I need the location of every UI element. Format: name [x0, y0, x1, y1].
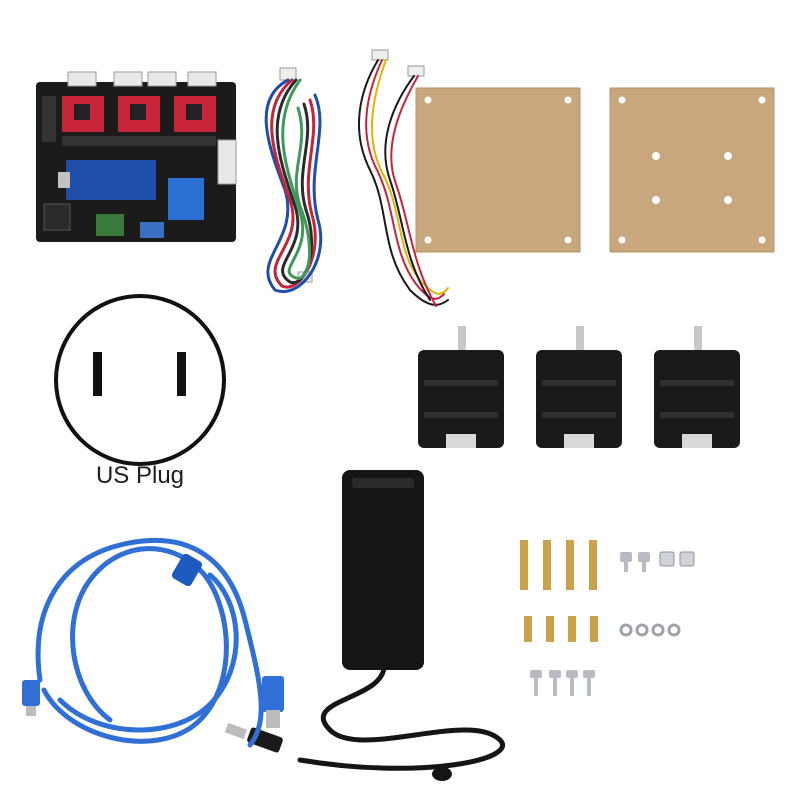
t-nuts [659, 551, 695, 567]
stepper-motor-3 [654, 326, 740, 448]
dc-power-jack [43, 203, 71, 231]
acrylic-plate-right [609, 87, 775, 253]
nuts [619, 623, 681, 637]
nano-module [66, 160, 156, 200]
relay-module [168, 178, 204, 220]
stepper-motor-2 [536, 326, 622, 448]
motor-cable-bundle [264, 67, 323, 294]
stepper-driver-modules [62, 96, 216, 132]
controller-board [36, 71, 237, 242]
limit-switch-wire-harness [358, 49, 449, 307]
usb-cable [22, 538, 284, 748]
board-top-connectors [67, 71, 217, 87]
screws [530, 552, 650, 696]
acrylic-plate-left [415, 87, 581, 253]
brass-standoffs [520, 540, 598, 642]
power-adapter [224, 470, 505, 781]
us-plug-label: US Plug [95, 462, 185, 489]
stepper-motor-1 [418, 326, 504, 448]
header-pins [42, 96, 216, 146]
us-plug-icon [54, 294, 226, 466]
